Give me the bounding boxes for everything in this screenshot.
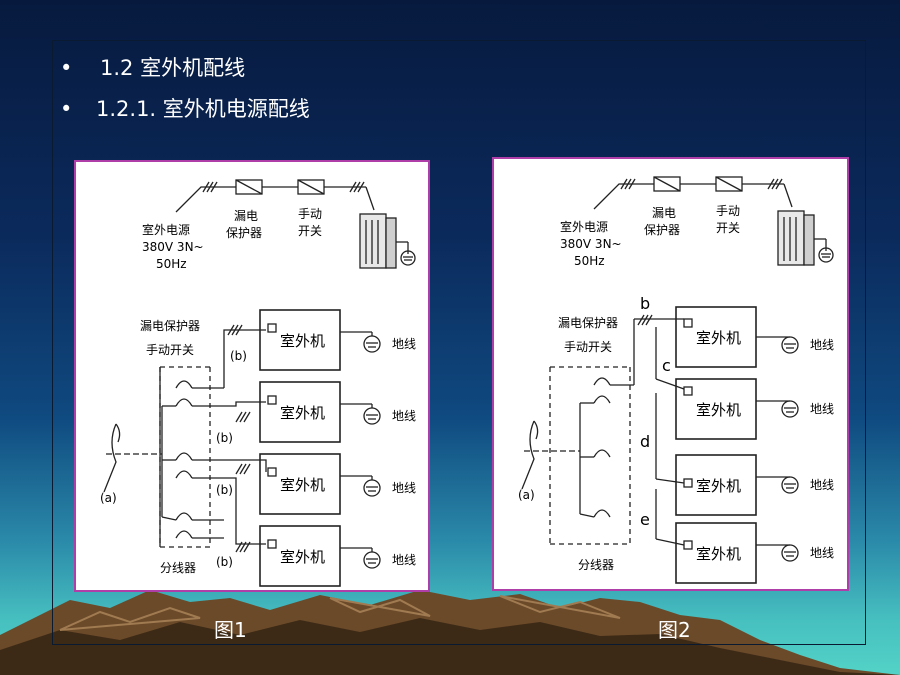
ground-label: 地线 <box>810 338 834 352</box>
outdoor-unit-label: 室外机 <box>696 329 741 347</box>
unit-tag: (b) <box>230 349 247 363</box>
ground-label: 地线 <box>392 481 416 495</box>
ground-label: 地线 <box>392 553 416 567</box>
ground-label: 地线 <box>810 478 834 492</box>
mountain-landscape <box>0 590 900 675</box>
breaker-label-line1: 漏电保护器 <box>558 316 618 330</box>
content-frame <box>52 40 866 645</box>
leakage-label-line1: 漏电 <box>234 209 258 223</box>
manual-label-line1: 手动 <box>716 204 740 218</box>
figure-1-panel: 室外电源 380V 3N~ 50Hz 漏电 保护器 手动 开关 漏电保护器 手动… <box>74 160 430 592</box>
leakage-label-line2: 保护器 <box>644 223 680 237</box>
power-label-line1: 室外电源 <box>560 219 608 234</box>
figure-2-diagram: 室外电源 380V 3N~ 50Hz 漏电 保护器 手动 开关 漏电保护器 手动… <box>518 176 834 584</box>
input-tag: (a) <box>100 491 117 505</box>
bullet-text: 1.2.1. 室外机电源配线 <box>96 97 310 121</box>
wire-tag-b: b <box>640 294 650 313</box>
power-label-line3: 50Hz <box>574 254 605 268</box>
outdoor-unit-label: 室外机 <box>280 332 325 350</box>
unit-tag: (b) <box>216 483 233 497</box>
ground-label: 地线 <box>392 337 416 351</box>
ground-label: 地线 <box>810 402 834 416</box>
wire-tag-d: d <box>640 432 650 451</box>
breaker-label-line2: 手动开关 <box>146 343 194 357</box>
unit-tag: (b) <box>216 555 233 569</box>
figure-2-panel: 室外电源 380V 3N~ 50Hz 漏电 保护器 手动 开关 漏电保护器 手动… <box>492 157 849 591</box>
outdoor-unit-label: 室外机 <box>280 404 325 422</box>
bullet-item: • 1.2.1. 室外机电源配线 <box>60 93 310 123</box>
bullet-item: • 1.2 室外机配线 <box>60 52 245 82</box>
breaker-label-line1: 漏电保护器 <box>140 319 200 333</box>
ground-label: 地线 <box>810 546 834 560</box>
leakage-label-line2: 保护器 <box>226 226 262 240</box>
power-label-line2: 380V 3N~ <box>142 240 204 254</box>
splitter-label: 分线器 <box>578 558 614 572</box>
figure-1-caption: 图1 <box>214 618 247 642</box>
leakage-label-line1: 漏电 <box>652 206 676 220</box>
outdoor-unit-label: 室外机 <box>696 401 741 419</box>
manual-label-line2: 开关 <box>716 221 740 235</box>
power-label-line3: 50Hz <box>156 257 187 271</box>
figure-1-diagram: 室外电源 380V 3N~ 50Hz 漏电 保护器 手动 开关 漏电保护器 手动… <box>100 179 416 587</box>
ground-label: 地线 <box>392 409 416 423</box>
outdoor-unit-label: 室外机 <box>280 476 325 494</box>
breaker-label-line2: 手动开关 <box>564 340 612 354</box>
outdoor-unit-label: 室外机 <box>696 477 741 495</box>
bullet-text: 1.2 室外机配线 <box>100 56 246 80</box>
wire-tag-e: e <box>640 510 650 529</box>
manual-label-line1: 手动 <box>298 207 322 221</box>
figure-2-caption: 图2 <box>658 618 691 642</box>
bullet-marker: • <box>60 56 73 80</box>
outdoor-unit-label: 室外机 <box>280 548 325 566</box>
splitter-label: 分线器 <box>160 561 196 575</box>
manual-label-line2: 开关 <box>298 224 322 238</box>
unit-tag: (b) <box>216 431 233 445</box>
power-label-line1: 室外电源 <box>142 222 190 237</box>
wire-tag-c: c <box>662 356 671 375</box>
outdoor-unit-label: 室外机 <box>696 545 741 563</box>
input-tag: (a) <box>518 488 535 502</box>
bullet-marker: • <box>60 97 73 121</box>
power-label-line2: 380V 3N~ <box>560 237 622 251</box>
